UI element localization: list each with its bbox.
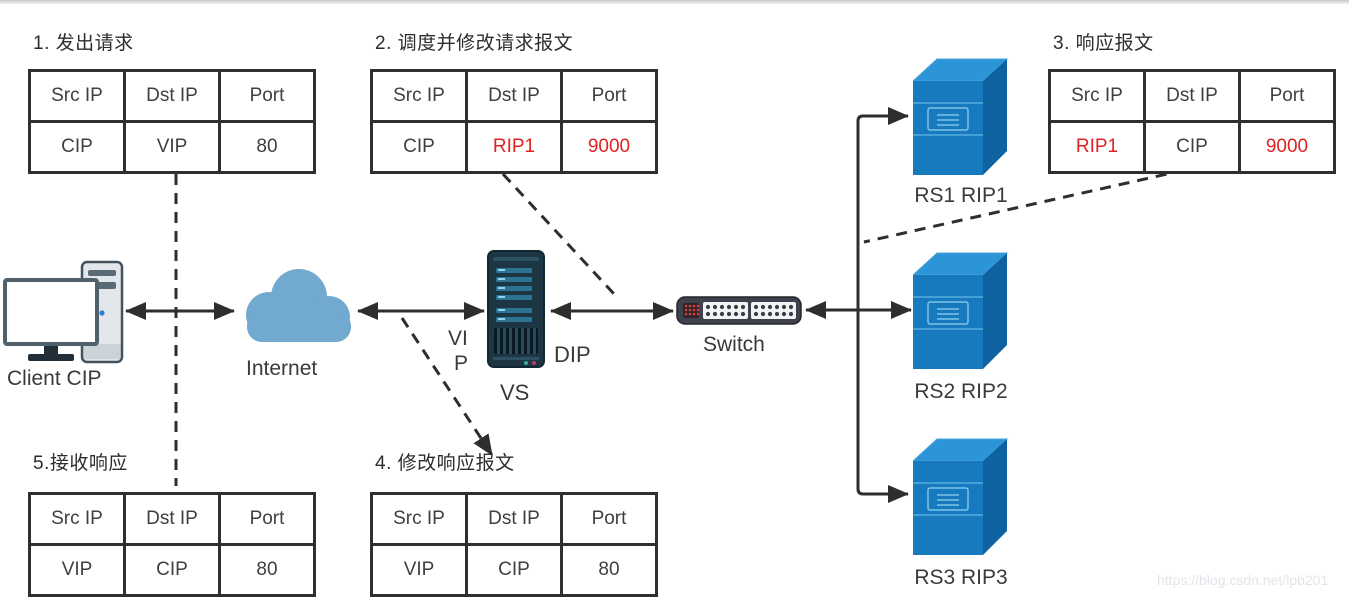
packet-value-cell: 9000 — [1238, 120, 1336, 174]
packet-card-step4: 4. 修改响应报文 Src IP Dst IP Port VIP CIP 80 — [370, 448, 658, 597]
vs-led-green — [524, 361, 528, 365]
packet-value-cell: CIP — [123, 543, 221, 597]
packet-header-cell: Dst IP — [123, 69, 221, 123]
client-monitor — [3, 278, 99, 346]
rs1-server-icon — [913, 58, 1009, 175]
dashed-vip-table4 — [400, 317, 494, 456]
rs1-label: RS1 RIP1 — [914, 184, 1008, 207]
vip-label-line1: VI — [448, 327, 468, 350]
packet-value-cell: VIP — [370, 543, 468, 597]
packet-header-cell: Dst IP — [465, 492, 563, 546]
packet-table-step2: Src IP Dst IP Port CIP RIP1 9000 — [370, 69, 658, 174]
packet-card-step3: 3. 响应报文 Src IP Dst IP Port RIP1 CIP 9000 — [1048, 28, 1336, 174]
packet-header-cell: Port — [560, 492, 658, 546]
dashed-table3-switch — [863, 168, 1186, 244]
packet-value-cell: RIP1 — [465, 120, 563, 174]
client-label: Client CIP — [7, 367, 102, 390]
packet-title-step4: 4. 修改响应报文 — [375, 453, 515, 474]
packet-header-cell: Src IP — [370, 492, 468, 546]
packet-header-cell: Dst IP — [123, 492, 221, 546]
packet-header-cell: Port — [1238, 69, 1336, 123]
packet-value-cell: 80 — [218, 543, 316, 597]
packet-value-cell: 9000 — [560, 120, 658, 174]
packet-card-step2: 2. 调度并修改请求报文 Src IP Dst IP Port CIP RIP1… — [370, 28, 658, 174]
packet-title-step5: 5.接收响应 — [33, 453, 128, 474]
trunk-rs1-rs3 — [856, 107, 909, 503]
packet-card-step1: 1. 发出请求 Src IP Dst IP Port CIP VIP 80 — [28, 28, 316, 174]
packet-title-step3: 3. 响应报文 — [1053, 33, 1154, 54]
packet-value-cell: VIP — [123, 120, 221, 174]
packet-value-cell: RIP1 — [1048, 120, 1146, 174]
packet-value-cell: 80 — [218, 120, 316, 174]
client-computer-icon — [3, 260, 124, 364]
packet-header-cell: Port — [218, 69, 316, 123]
packet-header-cell: Src IP — [1048, 69, 1146, 123]
switch-icon — [676, 296, 802, 325]
vip-label-line2: P — [454, 352, 469, 375]
packet-value-cell: VIP — [28, 543, 126, 597]
packet-value-cell: CIP — [465, 543, 563, 597]
rs3-server-icon — [913, 438, 1009, 555]
packet-header-cell: Dst IP — [465, 69, 563, 123]
packet-value-cell: CIP — [28, 120, 126, 174]
packet-header-cell: Src IP — [28, 492, 126, 546]
packet-table-step3: Src IP Dst IP Port RIP1 CIP 9000 — [1048, 69, 1336, 174]
dashed-table2-vs — [501, 172, 617, 297]
rs2-label: RS2 RIP2 — [914, 380, 1008, 403]
vs-vent — [494, 328, 538, 354]
switch-label: Switch — [703, 333, 765, 356]
packet-header-cell: Src IP — [370, 69, 468, 123]
packet-value-cell: CIP — [370, 120, 468, 174]
internet-label: Internet — [246, 357, 318, 380]
vs-server-icon — [487, 250, 545, 368]
rs2-server-icon — [913, 252, 1009, 369]
packet-header-cell: Port — [560, 69, 658, 123]
packet-value-cell: 80 — [560, 543, 658, 597]
dip-label: DIP — [554, 342, 591, 367]
internet-cloud-icon — [246, 269, 351, 342]
watermark-text: https://blog.csdn.net/lpb201 — [1157, 572, 1329, 588]
packet-title-step1: 1. 发出请求 — [33, 33, 134, 54]
packet-header-cell: Src IP — [28, 69, 126, 123]
packet-value-cell: CIP — [1143, 120, 1241, 174]
packet-table-step5: Src IP Dst IP Port VIP CIP 80 — [28, 492, 316, 597]
packet-header-cell: Dst IP — [1143, 69, 1241, 123]
top-edge-shade — [0, 0, 1349, 4]
packet-card-step5: 5.接收响应 Src IP Dst IP Port VIP CIP 80 — [28, 448, 316, 597]
vs-label: VS — [500, 380, 530, 405]
rs3-label: RS3 RIP3 — [914, 566, 1008, 589]
vs-led-red — [532, 361, 536, 365]
vs-cap — [493, 257, 539, 261]
packet-header-cell: Port — [218, 492, 316, 546]
packet-table-step1: Src IP Dst IP Port CIP VIP 80 — [28, 69, 316, 174]
packet-table-step4: Src IP Dst IP Port VIP CIP 80 — [370, 492, 658, 597]
packet-title-step2: 2. 调度并修改请求报文 — [375, 33, 574, 54]
